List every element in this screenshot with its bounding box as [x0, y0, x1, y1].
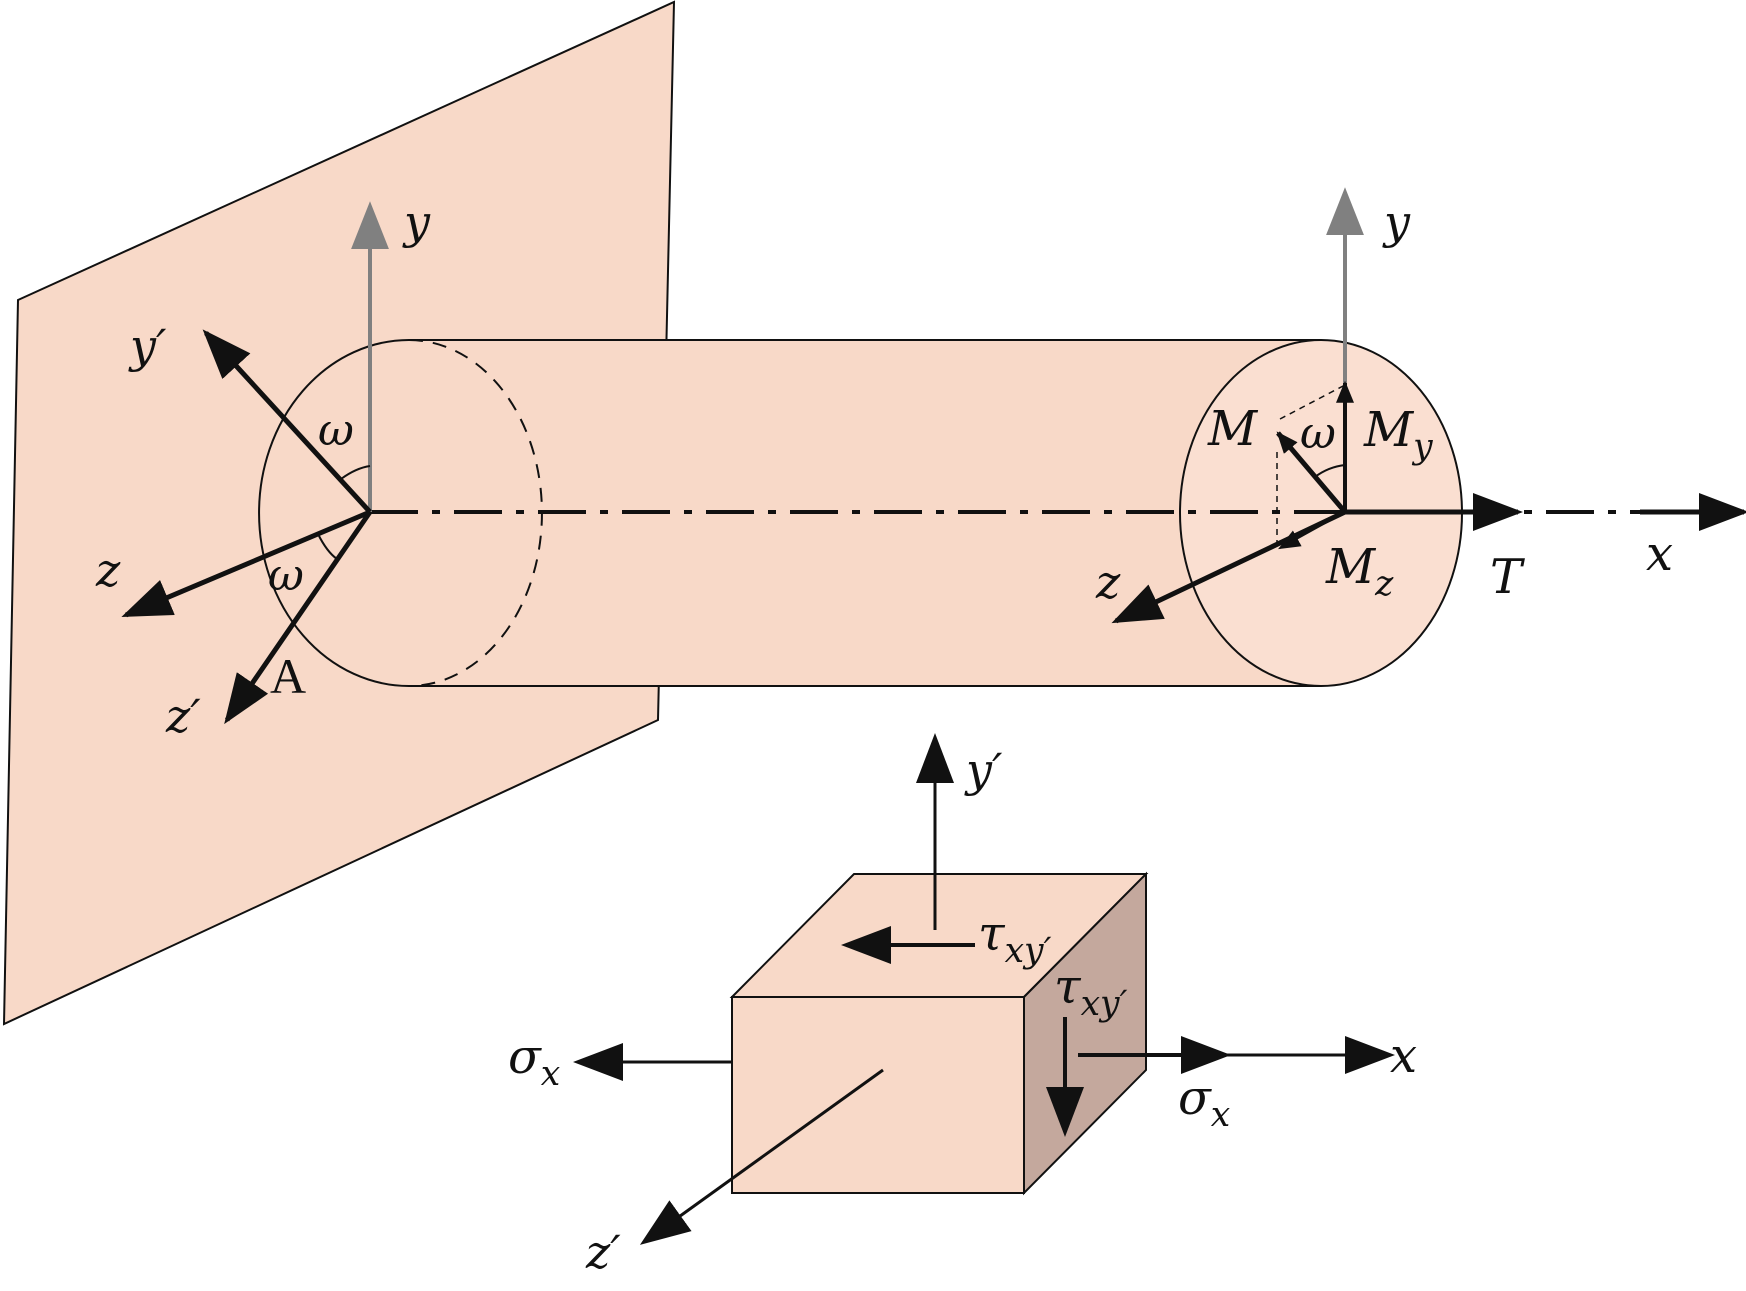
label-moment-m: M — [1207, 401, 1259, 457]
label-elem-y-prime: y′ — [964, 743, 1003, 797]
cube-front-face — [731, 996, 1025, 1194]
omega-arc-bottom — [317, 533, 338, 560]
label-right-z: z — [1095, 555, 1121, 609]
label-left-z: z — [95, 543, 121, 597]
left-y-prime-arrow — [202, 329, 372, 514]
label-left-y-prime: y′ — [128, 319, 167, 373]
label-point-a: A — [270, 648, 306, 704]
label-sigma-left: σx — [508, 1029, 560, 1094]
label-elem-z-prime: z′ — [585, 1225, 621, 1279]
omega-arc-top — [340, 465, 371, 480]
left-z-prime-arrow — [224, 510, 373, 725]
label-torque-t: T — [1490, 549, 1525, 605]
label-elem-x: x — [1390, 1028, 1417, 1084]
construction-line-1 — [1279, 384, 1346, 420]
left-z-arrow — [121, 509, 371, 618]
label-sigma-right: σx — [1178, 1070, 1230, 1135]
label-moment-mz: Mz — [1325, 539, 1394, 604]
label-tau-side: τxy′ — [1054, 959, 1128, 1024]
label-omega-bottom: ω — [268, 550, 304, 601]
label-moment-my: My — [1363, 402, 1433, 467]
label-left-y: y — [402, 195, 431, 249]
m-vector — [1276, 431, 1347, 514]
label-axis-x: x — [1646, 526, 1673, 582]
label-right-omega: ω — [1300, 408, 1336, 459]
label-tau-top: τxy′ — [978, 906, 1052, 971]
elem-z-prime-arrow — [639, 1068, 884, 1245]
omega-arc-right — [1314, 464, 1346, 478]
label-left-z-prime: z′ — [165, 689, 201, 743]
right-z-arrow — [1111, 509, 1347, 624]
label-omega-top: ω — [318, 405, 354, 456]
label-right-y: y — [1382, 195, 1411, 249]
